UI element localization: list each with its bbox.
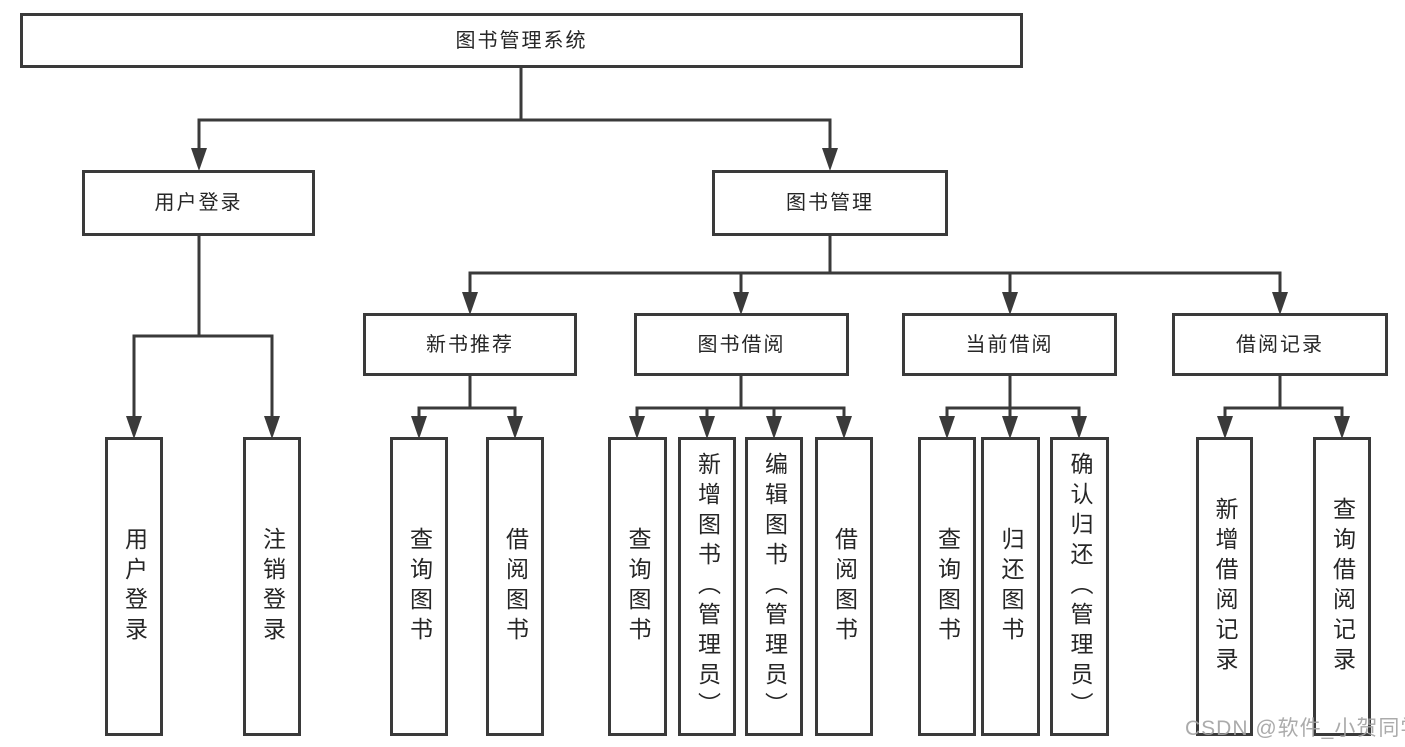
leaf-recommend-query-books: 查询图书 [390, 437, 448, 736]
node-book-borrowing: 图书借阅 [634, 313, 849, 376]
leaf-current-confirm-return-admin: 确认归还（管理员） [1050, 437, 1109, 736]
leaf-borrow-edit-books-admin: 编辑图书（管理员） [745, 437, 803, 736]
leaf-borrow-add-books-admin: 新增图书（管理员） [678, 437, 736, 736]
node-borrowing-records: 借阅记录 [1172, 313, 1388, 376]
leaf-logout: 注销登录 [243, 437, 301, 736]
node-root: 图书管理系统 [20, 13, 1023, 68]
leaf-current-query-books: 查询图书 [918, 437, 976, 736]
csdn-watermark: CSDN @软件_小贺同学 [1185, 717, 1405, 740]
node-user-login: 用户登录 [82, 170, 315, 236]
leaf-records-query-record: 查询借阅记录 [1313, 437, 1371, 736]
leaf-records-add-record: 新增借阅记录 [1196, 437, 1253, 736]
leaf-user-login: 用户登录 [105, 437, 163, 736]
node-new-book-recommendation: 新书推荐 [363, 313, 577, 376]
leaf-current-return-books: 归还图书 [981, 437, 1040, 736]
node-current-borrowing: 当前借阅 [902, 313, 1117, 376]
leaf-recommend-borrow-books: 借阅图书 [486, 437, 544, 736]
node-book-management: 图书管理 [712, 170, 948, 236]
leaf-borrow-borrow-books: 借阅图书 [815, 437, 873, 736]
leaf-borrow-query-books: 查询图书 [608, 437, 667, 736]
